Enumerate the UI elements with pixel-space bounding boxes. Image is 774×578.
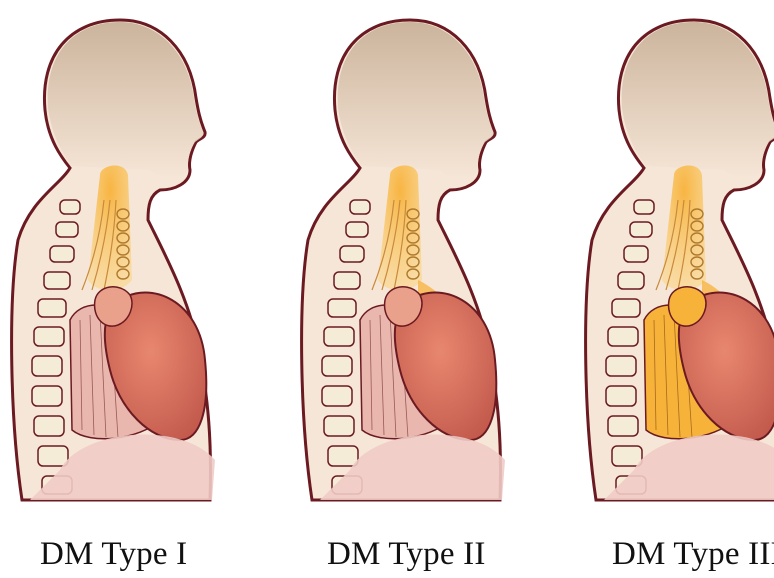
panel-dm-type-2: DM Type II xyxy=(290,0,540,578)
torso-illustration-type-2 xyxy=(290,0,540,530)
panel-dm-type-1: DM Type I xyxy=(0,0,250,578)
torso-illustration-type-1 xyxy=(0,0,250,530)
caption-dm-type-3: DM Type III xyxy=(612,536,774,573)
caption-dm-type-1: DM Type I xyxy=(40,536,187,573)
torso-illustration-type-3 xyxy=(574,0,774,530)
head-shade xyxy=(622,22,774,178)
panel-dm-type-3: DM Type III xyxy=(574,0,774,578)
head-shade xyxy=(48,22,204,178)
head-shade xyxy=(338,22,494,178)
caption-dm-type-2: DM Type II xyxy=(327,536,486,573)
